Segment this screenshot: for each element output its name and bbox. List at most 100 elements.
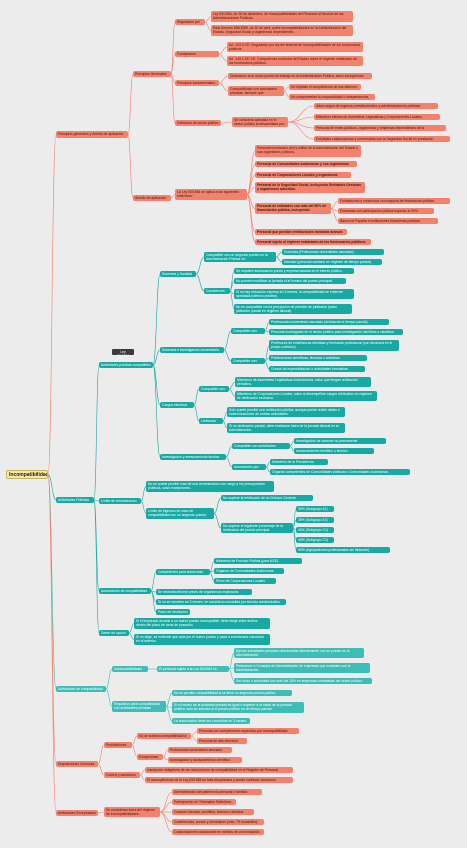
definicion-sector-publico: Definición de sector público [175, 120, 221, 126]
ambito-texto: La Ley 53/1984 se aplica a las siguiente… [175, 189, 247, 200]
connector-37 [93, 499, 100, 592]
connector-2 [47, 474, 57, 690]
req-segundo-puesto: No se permite compatibilidad si se tiene… [172, 690, 292, 696]
connector-111 [159, 811, 173, 823]
connector-27 [246, 174, 256, 195]
section-principios: Principios generales y Ámbito de aplicac… [56, 131, 128, 138]
uni-investigador: Personal investigador en el sector públi… [269, 329, 403, 335]
excepcion-investigacion: Investigación y asesoramiento científico… [168, 757, 242, 763]
connector-69 [265, 466, 271, 473]
pf-unico-puesto: Dedicación a un único puesto de trabajo … [228, 73, 372, 79]
connector-97 [97, 744, 105, 765]
electivos-retribucion: Solo puede percibir una retribución públ… [227, 407, 345, 417]
inc-consejos: Pertenecer a Consejos de Administración … [234, 663, 370, 673]
control-falta: El incumplimiento de la Ley 53/1984 es f… [145, 777, 293, 783]
condicion-autorizacion: Se requiere autorización previa y expres… [234, 268, 354, 274]
fundamento-149: Art. 149.1.18º CE: Competencia exclusiva… [227, 56, 363, 66]
connector-62 [222, 411, 228, 422]
connector-5 [127, 73, 134, 135]
autorizacion-plazo: Plazo de resolución [156, 609, 190, 615]
connector-8 [170, 53, 176, 75]
universidad-compatible-a: Compatible con: [231, 328, 265, 334]
connector-57 [264, 360, 270, 370]
connector-100 [131, 744, 138, 758]
exceptuada-tribunales: Participación en Tribunales Selectivos. [172, 799, 236, 805]
ambito-funcionario: Personal funcionario civil y militar de … [255, 145, 361, 157]
connector-7 [170, 21, 176, 75]
aut-pleno: Pleno de Corporaciones Locales. [214, 578, 276, 584]
connector-59 [193, 404, 200, 422]
uni-ensenanzas-artisticas: Profesores de enseñanzas artísticas y fo… [269, 340, 399, 351]
connector-43 [195, 256, 205, 275]
connector-20 [287, 105, 315, 123]
connector-112 [159, 811, 173, 833]
regulacion-rd: Real Decreto 598/1985, de 30 de abril, s… [211, 25, 353, 36]
docencia-texto: Compatible con un segundo puesto en la A… [204, 252, 276, 262]
connector-78 [292, 527, 297, 551]
connector-29 [246, 194, 256, 209]
connector-46 [275, 256, 283, 263]
pf-deberes: No impidan el cumplimiento de sus debere… [289, 84, 361, 90]
connector-9 [170, 73, 176, 84]
autorizacion-silencio: Si no se resuelve en 3 meses, se conside… [156, 599, 286, 605]
connector-38 [93, 499, 100, 634]
connector-70 [140, 486, 147, 502]
autorizacion-competencia: Competencia para autorizarla: [156, 569, 210, 575]
connector-31 [246, 194, 256, 243]
exceptuada-patrimonio: Administración del patrimonio personal o… [172, 789, 262, 795]
connector-67 [289, 445, 295, 452]
connector-12 [204, 21, 212, 31]
docencia-sanidad: Docencia y Sanidad [160, 271, 196, 277]
connector-42 [152, 364, 161, 458]
connector-72 [213, 497, 222, 514]
aut-ministerio: Ministerio de Función Pública (para AGE)… [214, 558, 302, 564]
connector-65 [225, 456, 233, 468]
fundamento-103: Art. 103.3 CE: Regulación por ley del si… [227, 42, 363, 52]
connector-36 [93, 499, 100, 502]
connector-98 [97, 763, 105, 776]
uni-cursos: Cursos de especialización o actividades … [269, 366, 365, 372]
inc-privadas-relacionadas: Ejercer actividades privadas relacionada… [234, 648, 364, 658]
control-sanciones: Control y sanciones [104, 772, 140, 778]
docencia-sanitario: Sanidad (personal sanitario en régimen d… [282, 259, 382, 265]
connector-50 [229, 290, 235, 310]
ambito-fundaciones: Fundaciones y consorcios con mayoría de … [338, 198, 450, 204]
connector-96 [165, 706, 173, 722]
connector-64 [225, 445, 233, 458]
ambito-estatutario: Personal sujeto al régimen estatutario d… [255, 239, 371, 245]
limite-remuneracion: Límite de remuneración [99, 498, 141, 504]
remuneracion-director-general: No superar la retribución de un Director… [221, 495, 313, 501]
remuneracion-una: No se puede percibir más de una remunera… [146, 481, 274, 492]
section-actividades-compatibilidad: Actividades de compatibilidad [56, 686, 106, 692]
pf-compatibilidad-privadas: Compatibilidad con actividades privadas,… [228, 86, 284, 96]
incompatibilidades: Incompatibilidades [112, 666, 148, 672]
electivos-compatible: Compatible con: [199, 386, 229, 392]
connector-104 [162, 756, 169, 761]
connector-13 [218, 46, 228, 55]
prohibicion-complemento: Personal con complemento específico por … [197, 728, 299, 734]
connector-3 [47, 474, 57, 765]
connector-19 [220, 121, 233, 124]
excepciones: Excepciones [137, 754, 163, 760]
connector-109 [159, 801, 173, 813]
ley-tag: Ley 53/1984 [112, 349, 134, 355]
ds-miembros-electos: Miembros electos de Asambleas Legislativ… [314, 114, 440, 120]
connector-51 [223, 330, 232, 351]
connector-0 [47, 134, 57, 475]
ambito-entidades-50: Personal de entidades con más del 50% de… [255, 203, 331, 214]
prohibiciones: Prohibiciones [104, 742, 132, 748]
connector-93 [228, 668, 235, 682]
docencia-profesorado: Docencia (Profesorado universitario asoc… [282, 249, 384, 255]
connector-73 [213, 513, 222, 529]
ambito-aplicacion: Ámbito de aplicación [133, 195, 171, 201]
connector-6 [127, 134, 134, 199]
investigacion-autorizacion: Autorización por: [232, 464, 266, 470]
exceptuada-colaboraciones: Colaboraciones ocasionales en medios de … [172, 829, 264, 835]
docencia-universitaria: Docencia e investigación universitaria [160, 347, 224, 353]
electivos-jornada: Si no dedicación parcial, debe realizars… [227, 423, 345, 433]
principios-generales: Principios Generales [133, 71, 171, 77]
connector-94 [165, 692, 173, 707]
actividades-publicas-compatibles: Actividades públicas compatibles [99, 362, 153, 368]
regulacion-por: Regulación por [175, 19, 205, 25]
